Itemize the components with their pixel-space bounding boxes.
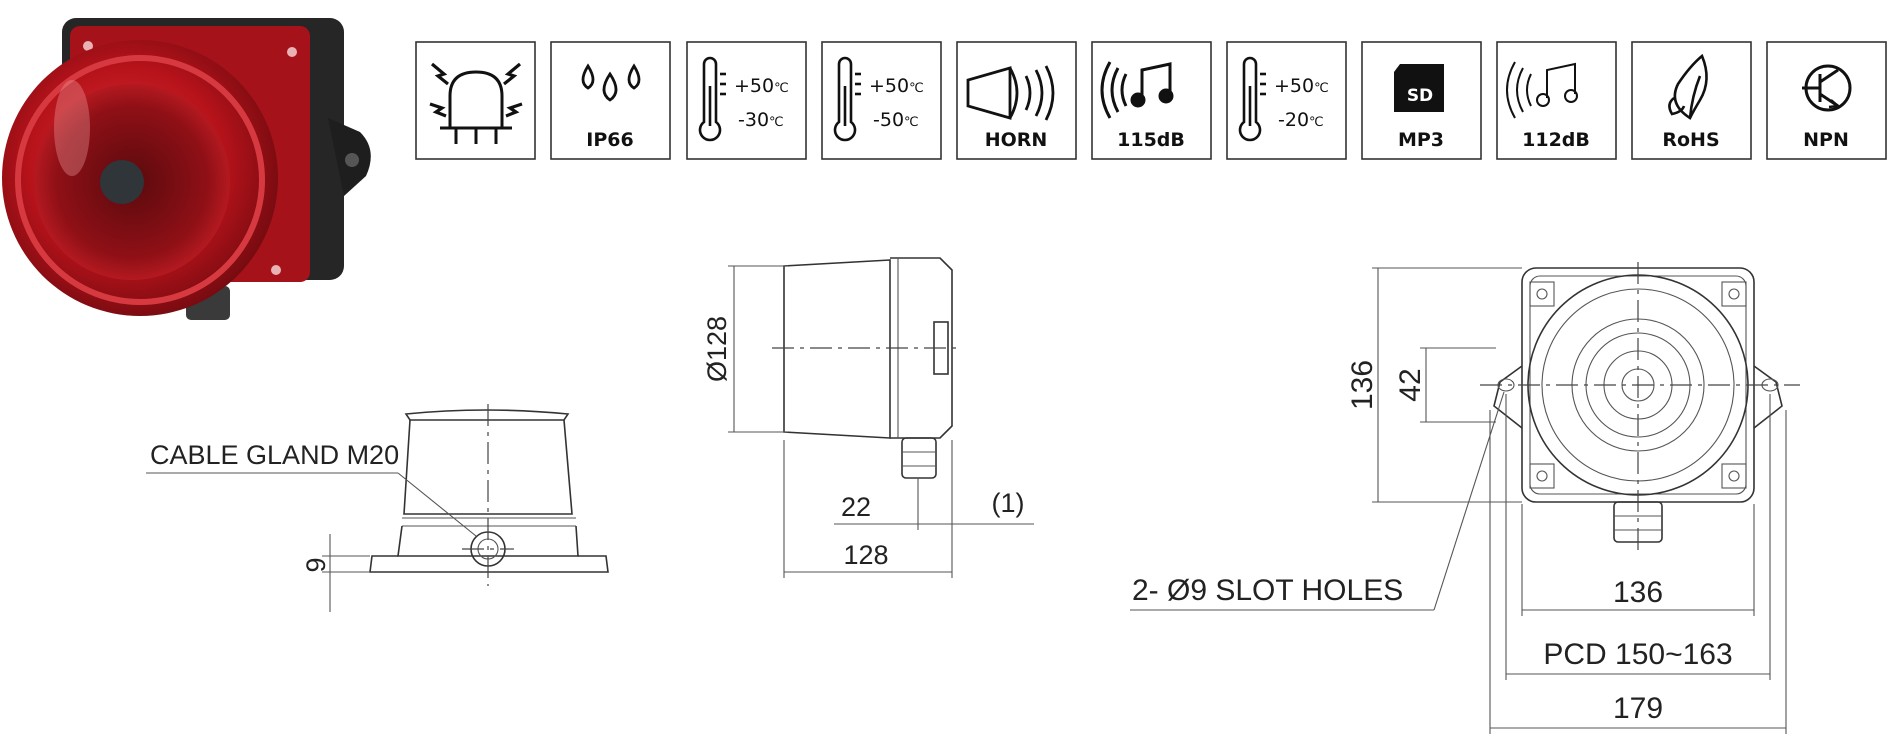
badge-rohs: RoHS: [1631, 41, 1752, 160]
temp-high: +50℃: [734, 75, 789, 97]
cable-gland-label: CABLE GLAND M20: [150, 440, 399, 470]
mount-ear-hole: [345, 153, 359, 167]
badge-sound-level-2: 112dB: [1496, 41, 1617, 160]
flashing-beacon-icon: [429, 62, 523, 144]
thermometer-icon: [1238, 56, 1266, 142]
sd-card-icon: SD: [1394, 64, 1444, 112]
overall-width-label: 179: [1613, 692, 1663, 725]
note-label: (1): [992, 488, 1025, 518]
horn-center-cap: [100, 160, 144, 204]
badge-temperature-range-2: +50℃ -50℃: [821, 41, 942, 160]
badge-row: IP66 +50℃ -30℃ +50: [415, 41, 1887, 160]
thermometer-icon: [833, 56, 861, 142]
badge-label: IP66: [586, 129, 633, 151]
slot-holes-label: 2- Ø9 SLOT HOLES: [1132, 574, 1403, 607]
leaf-icon: [1668, 53, 1708, 120]
badge-horn: HORN: [956, 41, 1077, 160]
badge-label: RoHS: [1662, 129, 1719, 151]
badge-npn: NPN: [1766, 41, 1887, 160]
height-label: 136: [1346, 360, 1379, 410]
badge-label: 112dB: [1522, 129, 1590, 151]
side-view-drawing: Ø128 22 (1) 128: [702, 257, 1034, 578]
thermometer-icon: [698, 56, 726, 142]
depth-label: 128: [843, 540, 888, 570]
badge-temperature-range-3: +50℃ -20℃: [1226, 41, 1347, 160]
photo-highlight: [54, 80, 90, 176]
badge-mp3: SD MP3: [1361, 41, 1482, 160]
front-view-drawing: CABLE GLAND M20 9: [146, 404, 609, 612]
temp-low: -20℃: [1278, 109, 1324, 131]
temp-low: -30℃: [738, 109, 784, 131]
horn-icon: [966, 65, 1055, 121]
flange-height-label: 9: [301, 557, 331, 572]
diameter-label: Ø128: [702, 316, 732, 382]
horn-rim: [15, 55, 265, 305]
mount-screw-icon: [83, 41, 93, 51]
mount-screw-icon: [287, 47, 297, 57]
pcd-label: PCD 150~163: [1543, 638, 1732, 671]
temp-low: -50℃: [873, 109, 919, 131]
product-photo: [2, 18, 371, 320]
badge-temperature-range-1: +50℃ -30℃: [686, 41, 807, 160]
temp-high: +50℃: [1274, 75, 1329, 97]
badge-label: NPN: [1803, 129, 1849, 151]
badge-ip-rating: IP66: [550, 41, 671, 160]
mounting-dimension-drawing: 136 42 2- Ø9 SLOT HOLES 136 PCD 150~163 …: [1130, 262, 1800, 734]
water-drops-icon: [581, 63, 641, 102]
svg-text:SD: SD: [1407, 86, 1433, 106]
sound-music-icon: [1100, 61, 1174, 119]
badge-label: MP3: [1398, 129, 1444, 151]
gland-offset-label: 22: [841, 492, 871, 522]
badge-sound-level-1: 115dB: [1091, 41, 1212, 160]
sound-music-outline-icon: [1506, 61, 1578, 119]
badge-label: 115dB: [1117, 129, 1185, 151]
body-width-label: 136: [1613, 576, 1663, 609]
slot-offset-label: 42: [1394, 368, 1427, 401]
mount-screw-icon: [271, 265, 281, 275]
badge-flashing-beacon: [415, 41, 536, 160]
badge-label: HORN: [985, 129, 1048, 151]
side-cable-gland: [901, 437, 937, 479]
temp-high: +50℃: [869, 75, 924, 97]
npn-transistor-icon: [1802, 64, 1852, 112]
